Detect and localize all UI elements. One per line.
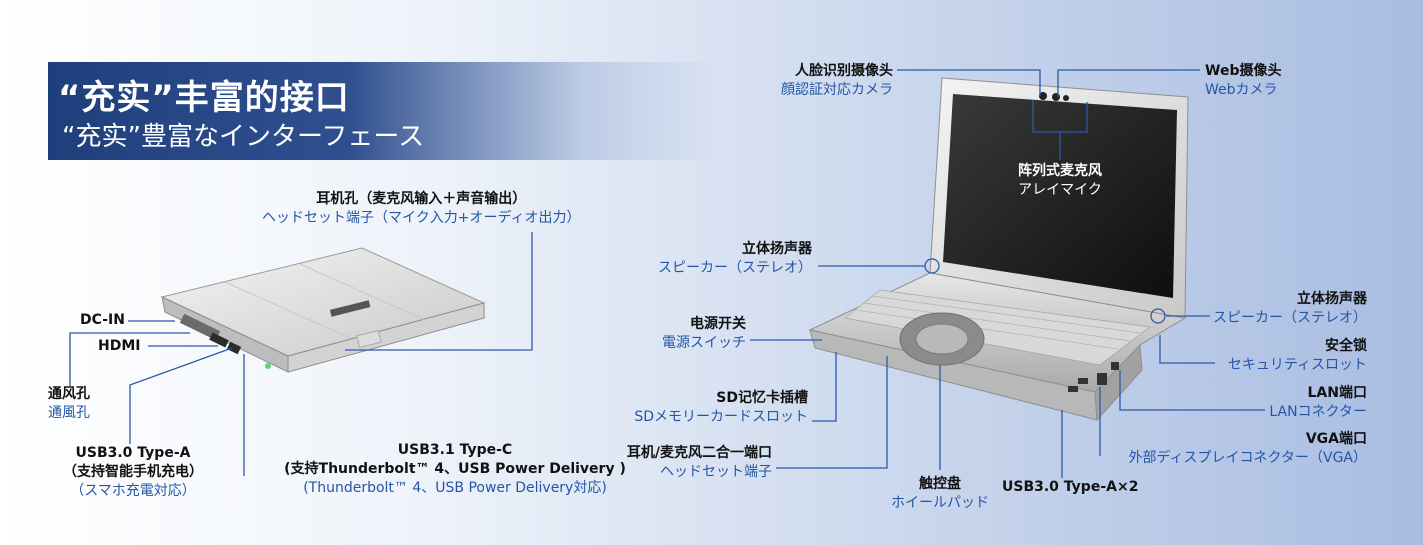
speaker-label-right: 立体扬声器 スピーカー（ステレオ） [1213,291,1367,326]
open-laptop-image [808,77,1189,422]
closed-laptop-image [160,247,486,373]
usb31-type-c-label: USB3.1 Type-C (支持Thunderbolt™ 4、USB Powe… [284,442,626,496]
speaker-label-left: 立体扬声器 スピーカー（ステレオ） [658,241,812,276]
web-camera-label: Web摄像头 Webカメラ [1205,63,1282,98]
mic-array-label: 阵列式麦克风 アレイマイク [1018,163,1102,198]
vent-label: 通风孔 通風孔 [48,386,90,421]
dcin-label: DC-IN [80,312,125,328]
lan-port-label: LAN端口 LANコネクター [1269,385,1367,420]
headset-port-label-right: 耳机/麦克风二合一端口 ヘッドセット端子 [626,445,772,480]
usb30-type-a-x2-label: USB3.0 Type-A×2 [1002,479,1139,495]
security-slot-label: 安全锁 セキュリティスロット [1227,338,1367,373]
headset-port-label-left: 耳机孔（麦克风输入＋声音输出） ヘッドセット端子（マイク入力+オーディオ出力） [262,191,581,226]
power-switch-label: 电源开关 電源スイッチ [662,316,746,351]
title-banner [48,62,718,160]
page-title: “充实”丰富的接口 [58,78,350,118]
vga-port-label: VGA端口 外部ディスプレイコネクター（VGA） [1128,431,1367,466]
usb30-type-a-label-left: USB3.0 Type-A （支持智能手机充电） （スマホ充電対応） [63,445,203,499]
sd-slot-label: SD记忆卡插槽 SDメモリーカードスロット [634,390,808,425]
page-subtitle: “充实”豊富なインターフェース [62,122,425,152]
touchpad-label: 触控盘 ホイールパッド [891,476,989,511]
hdmi-label: HDMI [98,338,141,354]
face-camera-label: 人脸识别摄像头 顔認証対応カメラ [781,63,893,98]
